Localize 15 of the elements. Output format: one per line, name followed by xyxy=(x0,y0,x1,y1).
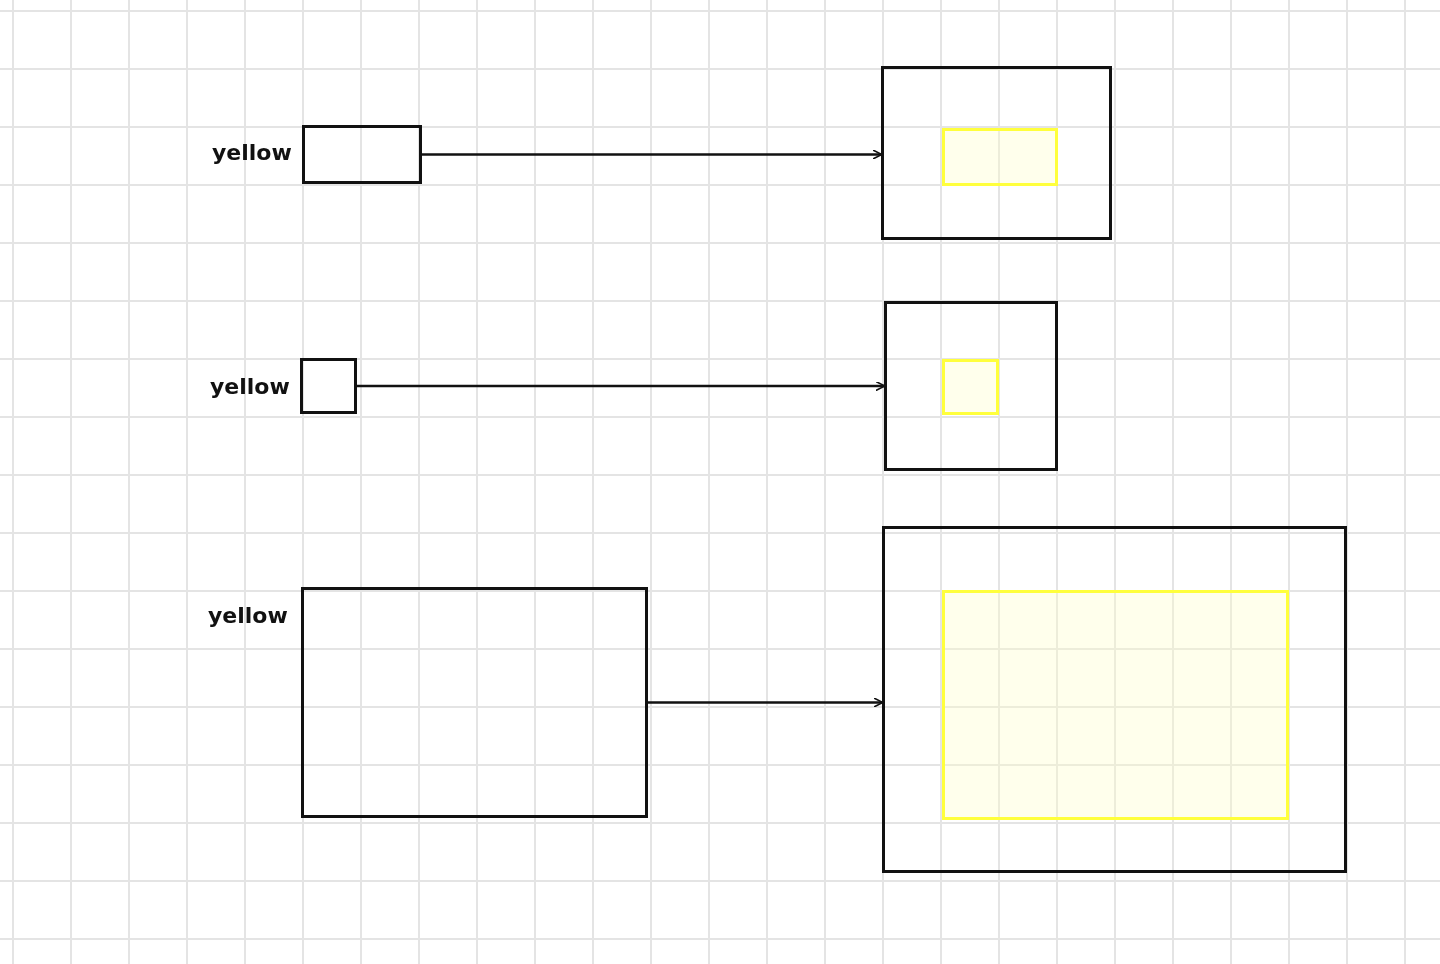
outline-box xyxy=(884,301,1058,471)
arrow xyxy=(422,149,883,160)
box-label: yellow xyxy=(210,374,290,399)
outline-box xyxy=(301,587,648,818)
outline-box xyxy=(302,125,422,184)
highlight-box xyxy=(942,128,1058,186)
outline-box xyxy=(881,66,1112,240)
box-label: yellow xyxy=(212,140,292,165)
outline-box xyxy=(300,358,357,414)
highlight-box xyxy=(942,590,1289,820)
highlight-box xyxy=(942,359,999,415)
arrow xyxy=(648,697,884,708)
box-label: yellow xyxy=(208,603,288,628)
outline-box xyxy=(882,526,1347,873)
arrow xyxy=(357,380,886,392)
